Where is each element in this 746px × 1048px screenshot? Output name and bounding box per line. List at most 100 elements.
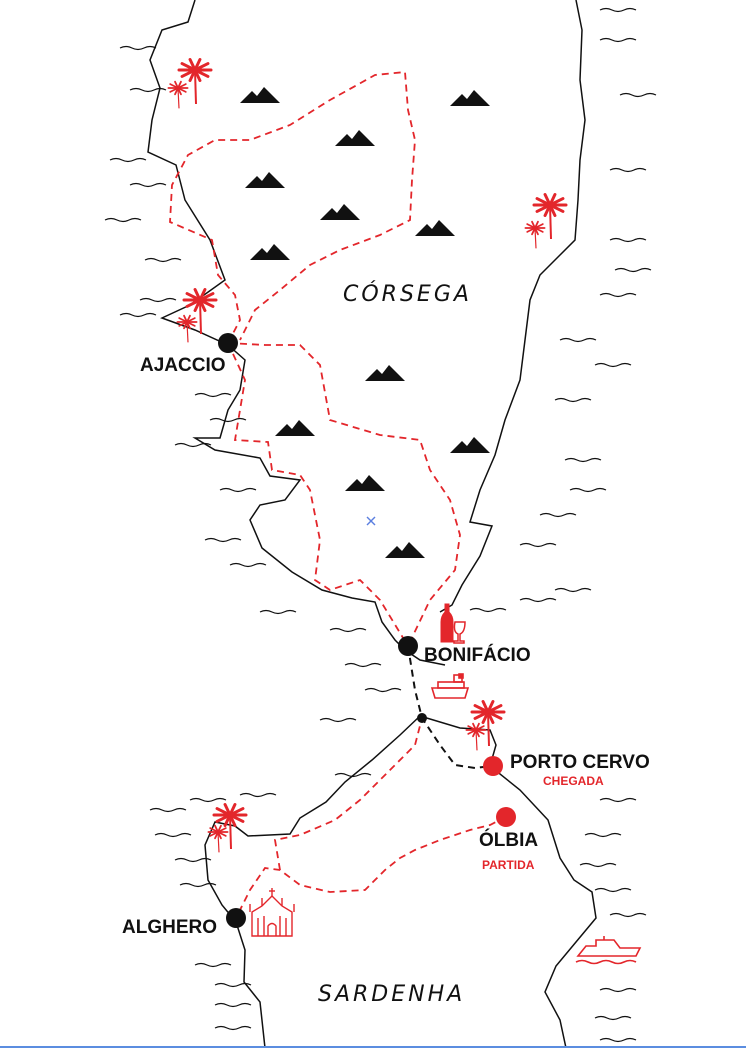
- olbia-label: ÓLBIA: [479, 830, 539, 851]
- wave-icon: [569, 487, 607, 493]
- wave-icon: [469, 607, 507, 613]
- alghero-marker[interactable]: [226, 908, 246, 928]
- wave-icon: [154, 832, 192, 838]
- wave-icon: [139, 297, 177, 303]
- porto-cervo-marker[interactable]: [483, 756, 503, 776]
- wave-icon: [194, 962, 232, 968]
- mountain-icon: [275, 420, 315, 436]
- ajaccio-marker[interactable]: [218, 333, 238, 353]
- wave-icon: [579, 862, 617, 868]
- wave-icon: [599, 7, 637, 13]
- wave-icon: [214, 1025, 252, 1031]
- palm-tree-icon: [207, 824, 229, 853]
- sardinia-east-coast: [419, 715, 597, 1046]
- ferry-stop-marker: [417, 713, 427, 723]
- wave-icon: [149, 807, 187, 813]
- mountain-icon: [250, 244, 290, 260]
- wave-icon: [599, 292, 637, 298]
- palm-tree-icon: [176, 314, 198, 343]
- route-ajaccio-bonifacio-east: [227, 342, 461, 647]
- wave-icon: [554, 397, 592, 403]
- palm-tree-icon: [177, 58, 213, 105]
- wave-icon: [194, 392, 232, 398]
- wave-icon: [539, 512, 577, 518]
- region-label-sardinia: SARDENHA: [318, 982, 466, 1007]
- mountain-icon: [450, 437, 490, 453]
- mountain-icon: [365, 365, 405, 381]
- route-north-sardinia: [273, 717, 423, 871]
- wave-icon: [559, 337, 597, 343]
- mountain-icon: [245, 172, 285, 188]
- palm-tree-icon: [532, 193, 568, 240]
- porto-cervo-label: PORTO CERVO: [510, 752, 650, 773]
- wave-icon: [614, 267, 652, 273]
- wave-icon: [129, 87, 167, 93]
- sea-waves: [104, 7, 657, 1043]
- wave-icon: [609, 912, 647, 918]
- palm-tree-icon: [465, 722, 487, 751]
- cathedral-icon: [249, 888, 295, 937]
- location-x-marker: [366, 516, 376, 526]
- route-olbia-alghero: [235, 816, 507, 919]
- wave-icon: [344, 662, 382, 668]
- wave-icon: [129, 182, 167, 188]
- mountains: [240, 87, 490, 558]
- wave-icon: [329, 627, 367, 633]
- wave-icon: [599, 37, 637, 43]
- wave-icon: [204, 537, 242, 543]
- wave-icon: [594, 887, 632, 893]
- driving-routes: [169, 71, 507, 919]
- bonifacio-marker[interactable]: [398, 636, 418, 656]
- mountain-icon: [240, 87, 280, 103]
- mountain-icon: [335, 130, 375, 146]
- bonifacio-label: BONIFÁCIO: [424, 645, 531, 666]
- route-ajaccio-bonifacio-west: [227, 342, 409, 647]
- yacht-icon: [575, 936, 642, 965]
- corsica-east-coast: [439, 0, 586, 613]
- wave-icon: [174, 857, 212, 863]
- mountain-icon: [450, 90, 490, 106]
- porto-cervo-note: CHEGADA: [543, 774, 604, 788]
- wave-icon: [609, 237, 647, 243]
- region-label-corsica: CÓRSEGA: [343, 282, 472, 307]
- wave-icon: [609, 167, 647, 173]
- mountain-icon: [415, 220, 455, 236]
- wave-icon: [109, 157, 147, 163]
- wave-icon: [599, 797, 637, 803]
- wave-icon: [519, 542, 557, 548]
- route-corsica-north-loop: [169, 71, 416, 344]
- wave-icon: [364, 687, 402, 693]
- ajaccio-label: AJACCIO: [140, 355, 226, 376]
- wave-icon: [594, 1015, 632, 1021]
- wave-icon: [214, 1002, 252, 1008]
- wave-icon: [144, 257, 182, 263]
- wine-icon: [440, 603, 466, 644]
- palm-tree-icon: [212, 803, 248, 850]
- wave-icon: [584, 832, 622, 838]
- palms: [167, 58, 568, 853]
- wave-icon: [189, 797, 227, 803]
- corsica-west-coast: [147, 0, 446, 666]
- palm-tree-icon: [167, 80, 189, 109]
- palm-tree-icon: [524, 220, 546, 249]
- alghero-label: ALGHERO: [122, 917, 217, 938]
- wave-icon: [599, 1037, 637, 1043]
- wave-icon: [554, 587, 592, 593]
- palm-tree-icon: [182, 288, 218, 335]
- wave-icon: [564, 457, 602, 463]
- wave-icon: [519, 597, 557, 603]
- palm-tree-icon: [470, 700, 506, 747]
- wave-icon: [259, 609, 297, 615]
- mountain-icon: [345, 475, 385, 491]
- wave-icon: [319, 717, 357, 723]
- wave-icon: [119, 45, 157, 51]
- wave-icon: [229, 562, 267, 568]
- wave-icon: [104, 217, 142, 223]
- mountain-icon: [320, 204, 360, 220]
- ferry-icon: [430, 673, 470, 699]
- olbia-marker[interactable]: [496, 807, 516, 827]
- wave-icon: [599, 987, 637, 993]
- wave-icon: [219, 487, 257, 493]
